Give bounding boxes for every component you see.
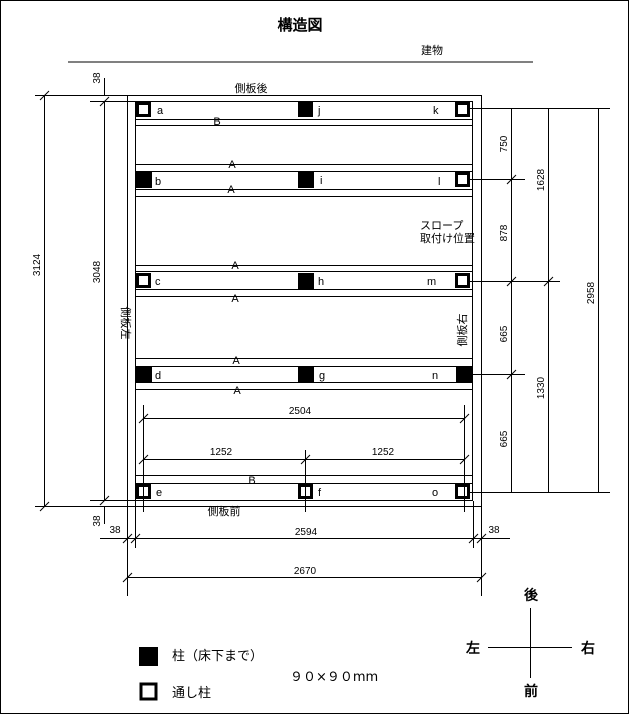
post-label-l: l [438,176,440,188]
side-front-label: 側板前 [208,504,241,518]
post-label-k: k [433,105,439,117]
posts: a j k b i l c h m d g n e f o [136,102,472,499]
side-left-label: 側板左 [119,307,133,340]
post-label-a: a [157,105,164,117]
post-label-i: i [320,175,322,187]
post-label-m: m [427,276,436,288]
through-post-k [455,102,470,117]
solid-post-i [298,172,314,188]
dim-2670: 2670 [294,566,317,577]
through-post-o [455,484,470,499]
beam-label-a: A [228,159,236,171]
bottom-dimensions [100,501,510,596]
dim-38-left: 38 [109,525,121,536]
slope-note-line2: 取付け位置 [420,231,475,245]
beam-label-a: A [227,184,235,196]
through-post-a [136,102,151,117]
post-label-j: j [317,105,320,117]
right-dimensions [468,108,610,493]
dim-878: 878 [499,224,510,241]
post-label-g: g [319,370,325,382]
through-post-m [455,273,470,288]
solid-post-j [298,102,313,117]
compass-back: 後 [524,587,539,604]
dim-1628: 1628 [536,168,547,191]
left-dimensions [35,78,135,524]
legend-through-post-label: 通し柱 [172,686,211,701]
dim-750: 750 [499,135,510,152]
post-label-f: f [318,487,322,499]
dim-38-bottom: 38 [92,515,103,527]
solid-post-g [298,367,314,383]
solid-post-d [136,367,152,383]
dim-665-upper: 665 [499,325,510,342]
outer-frame [127,95,482,507]
beam-label-a: A [232,355,240,367]
legend-post-size: ９０×９０mm [290,670,378,685]
legend-solid-post-icon [139,647,158,666]
legend-through-post-icon [139,682,158,701]
compass-right: 右 [580,640,595,657]
dim-2594: 2594 [295,527,318,538]
solid-post-b [136,172,152,188]
inner-frame [135,101,473,501]
side-back-label: 側板後 [235,81,268,95]
post-label-h: h [318,276,324,288]
solid-post-h [298,273,314,289]
dim-2958: 2958 [586,281,597,304]
inner-horizontal-dimensions [138,405,470,512]
legend-solid-post-label: 柱（床下まで） [172,649,263,664]
dim-665-lower: 665 [499,430,510,447]
diagram-title: 構造図 [277,16,322,34]
slope-note-line1: スロープ [420,219,463,232]
side-right-label: 側板右 [455,314,469,347]
beam-label-b: B [248,475,255,487]
dim-38-right: 38 [488,525,500,536]
beam-label-a: A [231,293,239,305]
through-post-l [455,172,470,187]
dim-2504: 2504 [289,406,312,417]
beam-label-a: A [233,385,241,397]
beam-bands [135,119,473,484]
dim-3124: 3124 [32,253,43,276]
solid-post-n [456,367,472,383]
post-label-e: e [156,487,162,499]
compass-front: 前 [524,683,538,700]
post-label-n: n [432,370,438,382]
dim-38-top: 38 [92,72,103,84]
post-label-o: o [432,487,438,499]
dim-1252-right: 1252 [372,447,395,458]
dim-1330: 1330 [536,376,547,399]
dim-3048: 3048 [92,260,103,283]
beam-label-b: B [213,116,220,128]
post-label-d: d [155,370,161,382]
dim-1252-left: 1252 [210,447,233,458]
compass [488,608,572,678]
post-label-b: b [155,176,161,188]
through-post-c [136,273,151,288]
compass-left: 左 [465,640,480,657]
diagram-subtitle: 建物 [421,43,443,57]
beam-label-a: A [231,260,239,272]
post-label-c: c [155,276,161,288]
